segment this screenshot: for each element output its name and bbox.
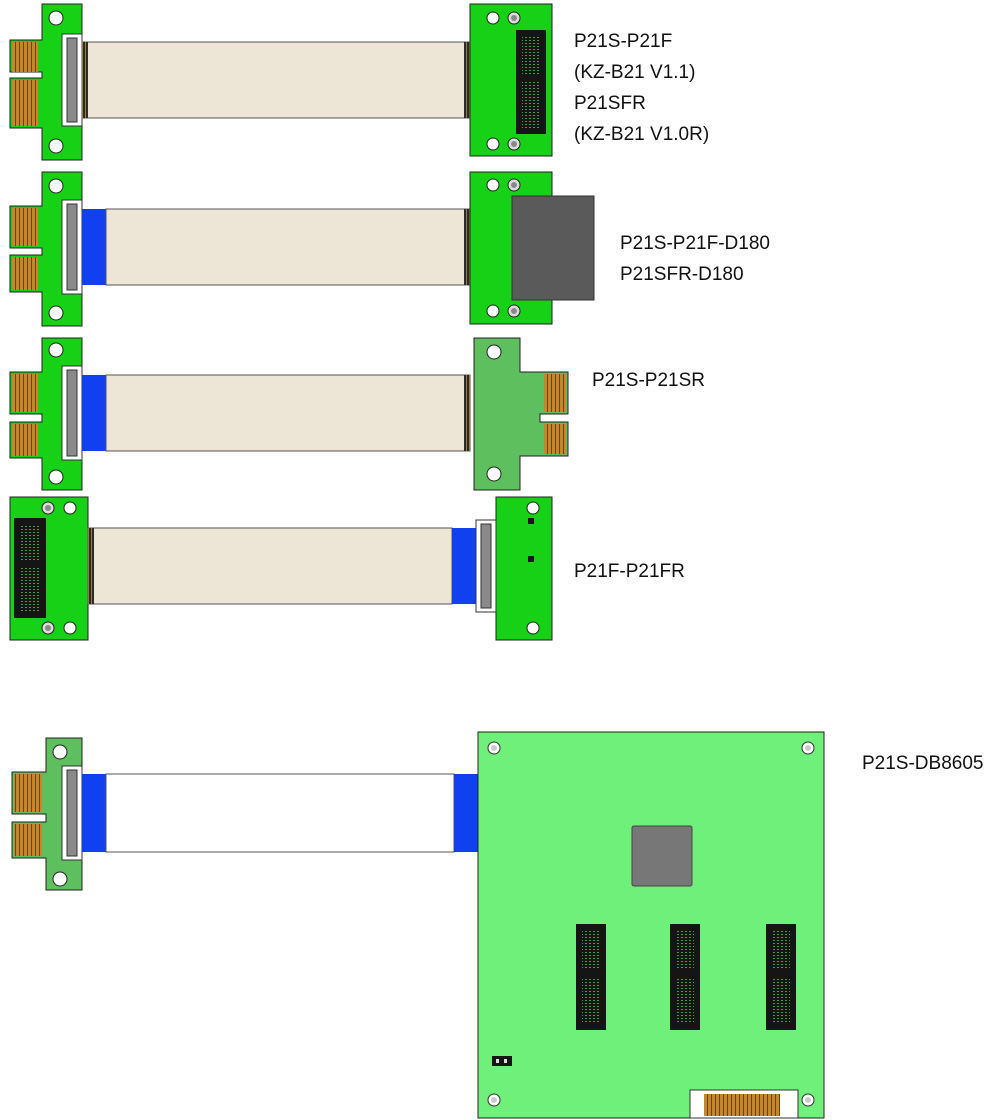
flat-ribbon-cable [105, 208, 471, 286]
product-label-p21s-p21f: P21S-P21F (KZ-B21 V1.1) P21SFR (KZ-B21 V… [574, 26, 709, 150]
product-label-p21f-p21fr: P21F-P21FR [574, 556, 685, 587]
assembly-p21s-p21sr [9, 337, 569, 491]
mounting-hole [526, 501, 540, 515]
gold-finger-contacts [14, 824, 42, 856]
m2-slot-1 [576, 924, 606, 1030]
left-riser-board [9, 171, 83, 327]
label-line: (KZ-B21 V1.1) [574, 62, 696, 83]
right-slot-board [469, 3, 553, 157]
right-angle-slot-connector [511, 195, 595, 301]
m2-slot-3 [766, 924, 796, 1030]
left-riser-board [9, 337, 83, 491]
blue-stiffener [82, 774, 106, 852]
label-line: P21SFR-D180 [620, 264, 744, 285]
label-line: P21S-P21F-D180 [620, 233, 770, 254]
flat-ribbon-cable [87, 527, 453, 605]
label-line: P21SFR [574, 93, 646, 114]
label-line: P21S-DB8605 [862, 753, 984, 774]
mounting-hole [48, 305, 64, 321]
blue-stiffener [454, 774, 478, 852]
flat-ribbon-cable [105, 773, 455, 853]
mounting-hole [486, 11, 500, 25]
label-line: P21F-P21FR [574, 561, 685, 582]
gold-finger-contacts [14, 774, 42, 812]
mounting-hole [486, 304, 500, 318]
blue-stiffener [82, 375, 106, 451]
assembly-p21s-p21f [9, 3, 553, 161]
mounting-hole [48, 469, 64, 485]
mounting-hole [63, 621, 77, 635]
product-label-p21s-p21f-d180: P21S-P21F-D180 P21SFR-D180 [620, 228, 770, 290]
mounting-hole [48, 10, 64, 26]
gold-finger-contacts [12, 257, 38, 290]
product-label-p21s-db8605: P21S-DB8605 [862, 748, 983, 779]
mounting-hole [486, 178, 500, 192]
assembly-p21f-p21fr [9, 496, 553, 641]
product-label-p21s-p21sr: P21S-P21SR [592, 365, 705, 396]
right-slot-board [469, 171, 595, 325]
mounting-hole [486, 344, 502, 360]
mounting-hole [48, 138, 64, 154]
mounting-hole [486, 466, 502, 482]
mounting-hole [48, 342, 64, 358]
label-line: P21S-P21SR [592, 370, 706, 391]
mounting-hole [52, 744, 68, 760]
flat-ribbon-cable [81, 41, 471, 119]
mounting-hole [48, 178, 64, 194]
gold-finger-contacts [12, 42, 38, 72]
mounting-hole [52, 871, 68, 887]
jumper-header [492, 1056, 512, 1066]
label-line: P21S-P21F [574, 31, 673, 52]
right-edge-board [473, 337, 569, 491]
mounting-hole [63, 501, 77, 515]
db8605-board [477, 731, 825, 1119]
mounting-hole [486, 137, 500, 151]
label-line: (KZ-B21 V1.0R) [574, 124, 710, 145]
assembly-p21s-db8605 [11, 731, 825, 1119]
blue-stiffener [82, 209, 106, 285]
gold-finger-contacts [12, 374, 38, 412]
gold-finger-contacts [12, 208, 38, 246]
blue-stiffener [452, 528, 476, 604]
m2-slot-2 [670, 924, 700, 1030]
left-riser-board [11, 737, 83, 891]
mounting-hole [526, 621, 540, 635]
assembly-p21s-p21f-d180 [9, 171, 595, 327]
gold-finger-contacts [544, 424, 566, 454]
edge-connector [689, 1089, 799, 1119]
right-connector-board [475, 496, 553, 641]
flat-ribbon-cable [105, 374, 471, 452]
gold-finger-contacts [12, 424, 38, 456]
gold-finger-contacts [12, 80, 38, 126]
left-riser-board [9, 3, 83, 161]
left-slot-board [9, 496, 89, 641]
gold-finger-contacts [544, 374, 566, 412]
switch-chip [631, 825, 693, 887]
